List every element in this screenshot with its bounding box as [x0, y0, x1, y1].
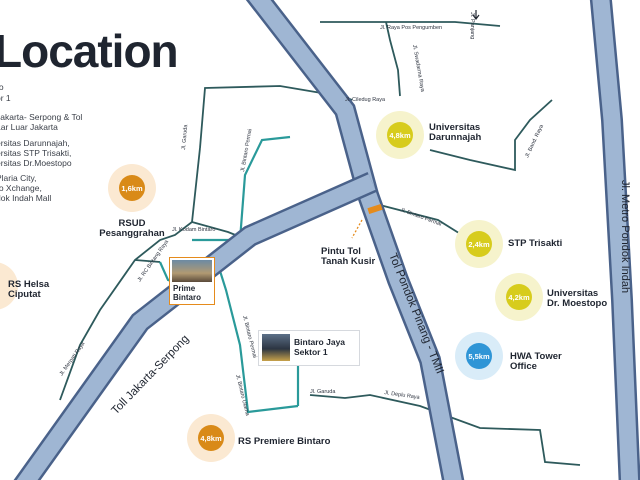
info-line: ersitas STP Trisakti, — [0, 148, 72, 158]
label-merpati: Jl. Merpati Raya — [59, 340, 87, 377]
toll-gate-marker — [367, 203, 383, 215]
place-label-moestopo: Universitas Dr. Moestopo — [547, 288, 608, 309]
label-pos-pengumben: Jl. Raya Pos Pengumben — [380, 25, 442, 31]
distance-circle: 2,4km — [466, 231, 492, 257]
label-panjang: Jl. Panjang — [469, 12, 475, 39]
distance-badge-darunnajah[interactable]: 4,8km — [376, 111, 424, 159]
distance-badge-rs-premiere[interactable]: 4,8km — [187, 414, 235, 462]
distance-value: 4,8km — [200, 433, 222, 443]
road-bintaro-permai-bottom — [213, 254, 299, 414]
info-line: ersitas Dr.Moestopo — [0, 158, 72, 168]
place-label-pintu-tol: Pintu Tol Tanah Kusir — [321, 246, 376, 267]
label-swadarma: Jl. Swadarma Raya — [411, 44, 425, 93]
distance-value: 2,4km — [468, 239, 490, 249]
distance-circle: 1,6km — [119, 175, 145, 201]
label-bintaro-permai-left: Jl. Bintaro Permai — [240, 129, 253, 173]
rs-helsa-marker[interactable] — [0, 262, 18, 310]
place-label-bintaro-jaya: Bintaro Jaya Sektor 1 — [294, 337, 346, 357]
place-label-darunnajah: Universitas Darunnajah — [429, 122, 482, 143]
road-rc-bintang — [134, 259, 161, 263]
info-line: ro Xchange, — [0, 183, 42, 193]
info-line: Lar Luar Jakarta — [0, 122, 58, 132]
info-line: ro — [0, 82, 4, 92]
distance-circle: 4,8km — [387, 122, 413, 148]
label-bintaro-utama: Jl. Bintaro Utama — [234, 374, 250, 417]
place-label-rsud: RSUD Pesanggrahan — [99, 218, 165, 239]
label-band-raya: Jl. Band. Raya — [524, 123, 545, 159]
bintaro-jaya-card[interactable]: Bintaro Jaya Sektor 1 — [258, 330, 360, 366]
info-line: ersitas Darunnajah, — [0, 138, 70, 148]
label-garuda-top: Jl. Garuda — [181, 123, 189, 150]
label-tol-pondok-pinang: Tol Pondok Pinang - TMII — [386, 252, 445, 376]
road-swadarma-raya — [385, 21, 401, 97]
info-line: Jakarta- Serpong & Tol — [0, 112, 83, 122]
distance-circle: 4,2km — [506, 284, 532, 310]
place-label-prime-bintaro: Prime Bintaro — [173, 284, 201, 302]
label-deplu: Jl. Deplu Raya — [384, 390, 421, 401]
distance-badge-stp-trisakti[interactable]: 2,4km — [455, 220, 503, 268]
highway-metro-pondok-indah — [589, 0, 640, 480]
label-bintaro-permai-bottom: Jl. Bintaro Permai — [241, 315, 257, 359]
label-garuda-bottom: Jl. Garuda — [310, 389, 336, 395]
prime-bintaro-card[interactable]: Prime Bintaro — [169, 257, 215, 305]
label-ciledug: Jl. Ciledug Raya — [345, 97, 386, 103]
info-line: Plaria City, — [0, 173, 37, 183]
place-label-rs-helsa: RS Helsa Ciputat — [8, 279, 50, 300]
distance-circle: 5,5km — [466, 343, 492, 369]
road-band-raya — [429, 99, 553, 172]
road-pos-pengumben — [320, 21, 501, 27]
road-bintaro-permai-left — [238, 135, 291, 241]
road-garuda-top — [59, 147, 201, 401]
prime-bintaro-thumbnail — [172, 260, 212, 282]
distance-badge-moestopo[interactable]: 4,2km — [495, 273, 543, 321]
toll-gate-pointer — [351, 219, 363, 239]
page-title: Location — [0, 25, 179, 77]
bintaro-jaya-thumbnail — [262, 334, 290, 361]
info-line: dok Indah Mall — [0, 193, 52, 203]
info-line: or 1 — [0, 93, 11, 103]
place-label-stp-trisakti: STP Trisakti — [508, 238, 563, 249]
label-kodam: Jl. Kodam Bintaro — [172, 227, 215, 233]
place-label-rs-premiere: RS Premiere Bintaro — [238, 436, 331, 447]
distance-badge-hwa-tower[interactable]: 5,5km — [455, 332, 503, 380]
label-bintaro-permai-right: Jl. Bintaro Permai — [399, 207, 442, 227]
label-metro-pondok-indah: Jl. Metro Pondok Indah — [619, 180, 631, 293]
place-label-hwa-tower: HWA Tower Office — [510, 351, 562, 372]
distance-circle: 4,8km — [198, 425, 224, 451]
arrow-icon — [472, 10, 480, 20]
distance-value: 4,2km — [508, 292, 530, 302]
distance-badge-rsud[interactable]: 1,6km — [108, 164, 156, 212]
distance-value: 4,8km — [389, 130, 411, 140]
distance-value: 1,6km — [121, 183, 143, 193]
highway-pondok-pinang — [245, 0, 465, 480]
distance-value: 5,5km — [468, 351, 490, 361]
